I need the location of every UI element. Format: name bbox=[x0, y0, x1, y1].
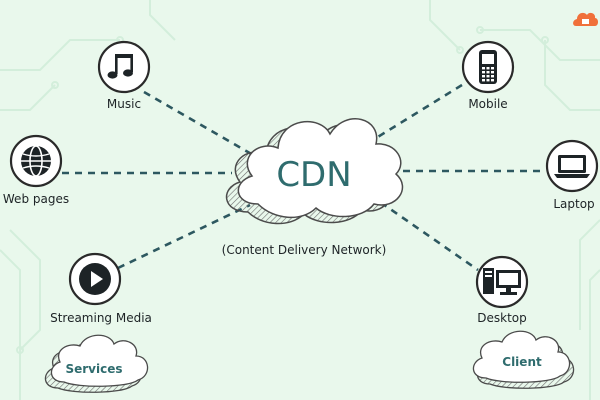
connector-desktop bbox=[369, 193, 479, 272]
play-icon bbox=[79, 263, 111, 295]
laptop-icon bbox=[554, 155, 590, 178]
webpages-node[interactable] bbox=[9, 134, 63, 188]
mobile-label: Mobile bbox=[468, 97, 508, 111]
client-label: Client bbox=[502, 355, 542, 369]
laptop-node[interactable] bbox=[545, 139, 599, 193]
cdn-cloud-body bbox=[237, 118, 404, 219]
streaming-label: Streaming Media bbox=[50, 311, 152, 325]
cdn-cloud bbox=[225, 118, 404, 225]
connector-music bbox=[143, 90, 254, 157]
brand-logo-icon bbox=[573, 12, 598, 26]
connectors bbox=[62, 83, 545, 272]
music-note-icon bbox=[107, 54, 133, 79]
music-label: Music bbox=[106, 97, 142, 111]
services-cloud bbox=[44, 334, 149, 393]
desktop-node[interactable] bbox=[475, 255, 529, 309]
webpages-label: Web pages bbox=[2, 192, 70, 206]
connector-mobile bbox=[367, 83, 463, 145]
desktop-label: Desktop bbox=[477, 311, 527, 325]
laptop-label: Laptop bbox=[553, 197, 595, 211]
connector-streaming bbox=[117, 203, 251, 270]
client-cloud bbox=[472, 330, 575, 389]
services-label: Services bbox=[65, 362, 122, 376]
music-node[interactable] bbox=[97, 40, 151, 94]
streaming-node[interactable] bbox=[68, 252, 122, 306]
globe-icon bbox=[21, 145, 51, 177]
mobile-node[interactable] bbox=[461, 40, 515, 94]
cdn-subtitle: (Content Delivery Network) bbox=[222, 243, 387, 257]
mobile-phone-icon bbox=[479, 50, 497, 84]
cdn-title: CDN bbox=[276, 155, 351, 195]
desktop-computer-icon bbox=[483, 268, 521, 295]
